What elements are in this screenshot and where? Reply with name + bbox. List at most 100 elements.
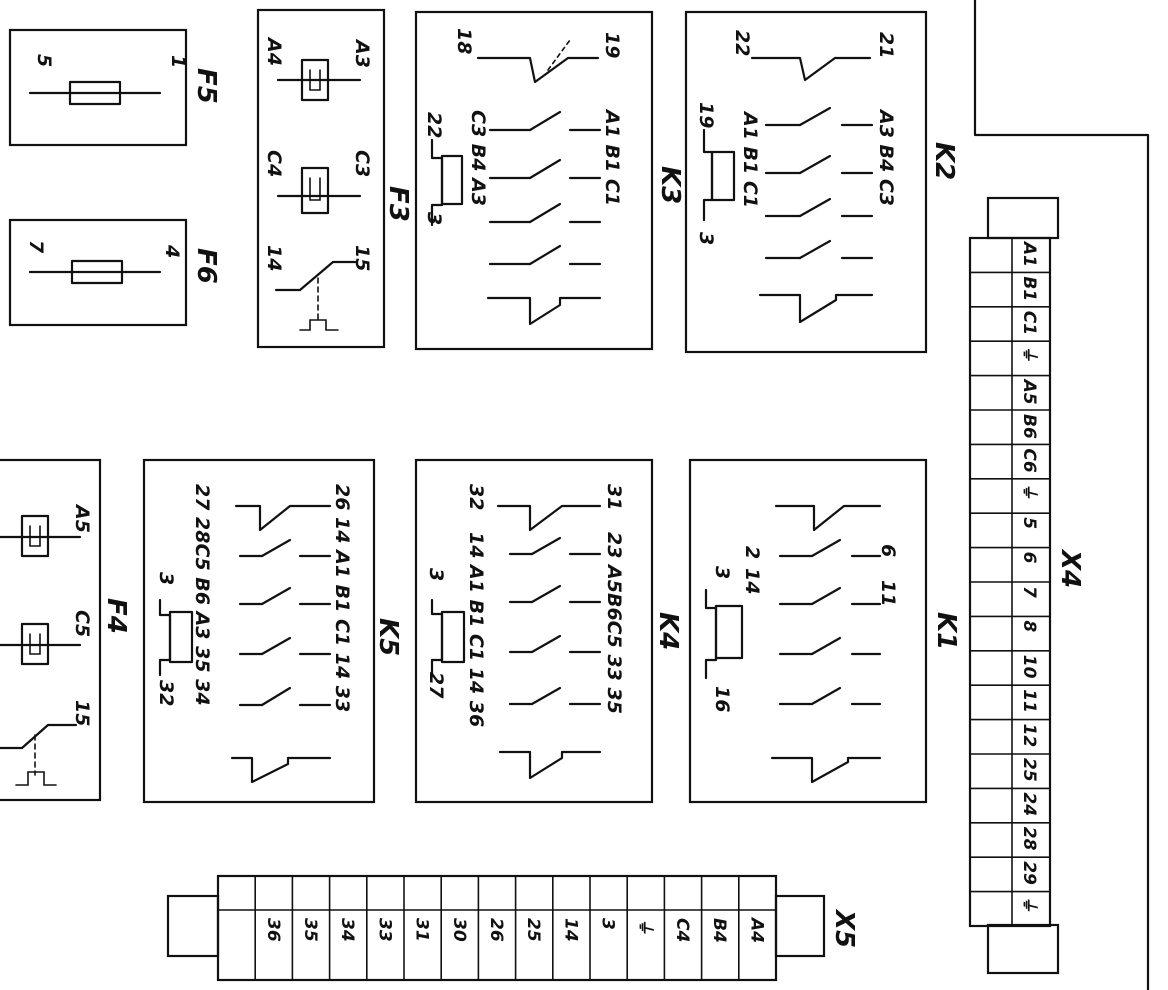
K2-pin-21: 21 — [875, 32, 897, 58]
K4-left-pins: 14 A1 B1 C1 14 36 — [465, 532, 487, 727]
X5-terminal-label: 33 — [374, 918, 394, 942]
thermal-relay-F3: A4 A3 C4 C3 14 15 F3 — [256, 8, 413, 349]
X4-terminal-label: 10 — [1019, 655, 1039, 679]
K4-pin-31: 31 — [603, 484, 625, 510]
X5-terminal-label: 3 — [598, 918, 618, 930]
heater-element-2 — [300, 166, 330, 215]
contactor-K3-box — [414, 10, 654, 351]
contactor-K2-box — [684, 10, 928, 354]
thermal-relay-F4: A5 C5 15 F4 — [0, 458, 131, 802]
X5-terminal-label: 30 — [449, 918, 469, 942]
X4-terminal-label: ⏚ — [1019, 483, 1039, 500]
F4-thermal-contact — [0, 723, 78, 750]
thermal-contact — [274, 260, 358, 292]
X5-body — [216, 874, 778, 982]
fuse-F6-pin-7: 7 — [25, 240, 47, 254]
F3-pin-C3: C3 — [351, 150, 373, 177]
fuse-F5-box — [8, 28, 188, 147]
F3-pin-A3: A3 — [351, 38, 373, 68]
X4-top-mount — [986, 196, 1060, 240]
contactor-K4-box — [414, 458, 654, 804]
K5-coil-pin-3: 3 — [155, 572, 177, 585]
X5-terminal-label: 14 — [560, 918, 580, 942]
K2-coil-pin-19: 19 — [695, 102, 717, 128]
K2-coil — [710, 150, 736, 202]
contactor-K1-box — [688, 458, 928, 804]
X4-terminal-label: A1 — [1019, 240, 1039, 267]
F4-pin-15: 15 — [71, 700, 93, 726]
K5-label: K5 — [373, 618, 403, 656]
thermal-relay-F3-box — [256, 8, 386, 349]
contactor-K5: 26 14 A1 B1 C1 14 33 27 28C5 B6 A3 35 34… — [142, 458, 403, 804]
F3-pin-14: 14 — [263, 245, 285, 271]
X5-terminal-label: C4 — [672, 918, 692, 942]
fuse-F5-element — [68, 80, 122, 106]
K4-coil-pin-3: 3 — [425, 568, 447, 581]
X4-terminal-label: B1 — [1019, 276, 1039, 301]
F3-pin-15: 15 — [351, 245, 373, 271]
K5-right-pins: 26 14 A1 B1 C1 14 33 — [331, 484, 353, 712]
X4-terminal-label: ⏚ — [1019, 896, 1039, 913]
K1-coil-pin-3: 3 — [711, 566, 733, 579]
X5-terminal-label: A4 — [746, 916, 766, 943]
K4-coil-pin-27: 27 — [425, 672, 447, 699]
K2-label: K2 — [929, 142, 959, 180]
K1-pin-11: 11 — [877, 580, 899, 606]
K3-pins-C3-B4-A3: C3 B4 A3 — [467, 110, 489, 206]
X4-terminal-label: 28 — [1019, 827, 1039, 851]
X5-right-mount — [774, 894, 826, 958]
K1-pin-14: 14 — [741, 568, 763, 594]
X4-terminal-label: C6 — [1019, 448, 1039, 472]
X5-label: X5 — [829, 908, 859, 948]
fuse-F5-label: F5 — [191, 68, 221, 104]
fuse-F5-pin-5: 5 — [33, 54, 55, 67]
F3-pin-A4: A4 — [263, 36, 285, 66]
X5-terminal-label: 34 — [337, 918, 357, 942]
K2-pin-22: 22 — [731, 30, 753, 56]
heater-element-1 — [300, 58, 330, 102]
fuse-F6: 7 4 F6 — [8, 218, 221, 327]
X4-terminal-label: 25 — [1019, 758, 1039, 782]
X5-terminal-label: ⏚ — [635, 918, 655, 935]
panel-frame — [973, 0, 1150, 990]
K2-pins-A3-B4-C3: A3 B4 C3 — [875, 108, 897, 206]
X4-terminal-label: ⏚ — [1019, 345, 1039, 362]
X4-terminal-label: A5 — [1019, 378, 1039, 405]
X4-terminal-label: C1 — [1019, 311, 1039, 335]
thermal-actuator — [299, 319, 339, 331]
F4-pin-C5: C5 — [71, 610, 93, 637]
contactor-K1: 6 11 2 14 3 16 K1 — [688, 458, 961, 804]
K2-pins-A1-B1-C1: A1 B1 C1 — [739, 110, 761, 208]
K1-coil-pin-16: 16 — [711, 686, 733, 712]
K3-pin-19: 19 — [601, 32, 623, 58]
X5-terminal-label: 36 — [263, 918, 283, 942]
fuse-F6-pin-4: 4 — [161, 244, 183, 258]
F4-heater-2 — [20, 622, 50, 666]
X5-terminal-label: 31 — [412, 918, 432, 942]
contactor-K3: 18 19 A1 B1 C1 C3 B4 A3 22 3 K3 — [414, 10, 685, 351]
fuse-F6-element — [70, 259, 124, 285]
F3-pin-C4: C4 — [263, 150, 285, 177]
K2-coil-pin-3: 3 — [695, 232, 717, 245]
X4-bottom-mount — [986, 923, 1060, 975]
K3-coil — [440, 154, 464, 206]
K3-pins-A1-B1-C1: A1 B1 C1 — [601, 108, 623, 206]
X4-terminal-label: 5 — [1019, 517, 1039, 529]
X4-terminal-label: 24 — [1019, 792, 1039, 816]
contactor-K2: 22 21 A3 B4 C3 A1 B1 C1 19 3 K2 — [684, 10, 959, 354]
X5-terminal-label: 35 — [300, 918, 320, 942]
fuse-F6-label: F6 — [191, 248, 221, 284]
K1-label: K1 — [931, 612, 961, 650]
F4-heater-1 — [20, 514, 50, 558]
F4-pin-A5: A5 — [71, 503, 93, 533]
K3-coil-pin-3: 3 — [423, 212, 445, 225]
fuse-F6-box — [8, 218, 188, 327]
contactor-K5-box — [142, 458, 376, 804]
K4-pin-32: 32 — [465, 484, 487, 510]
contactor-K4: 31 23 A5B6C5 33 35 32 14 A1 B1 C1 14 36 … — [414, 458, 683, 804]
X4-terminal-label: 12 — [1019, 724, 1039, 748]
